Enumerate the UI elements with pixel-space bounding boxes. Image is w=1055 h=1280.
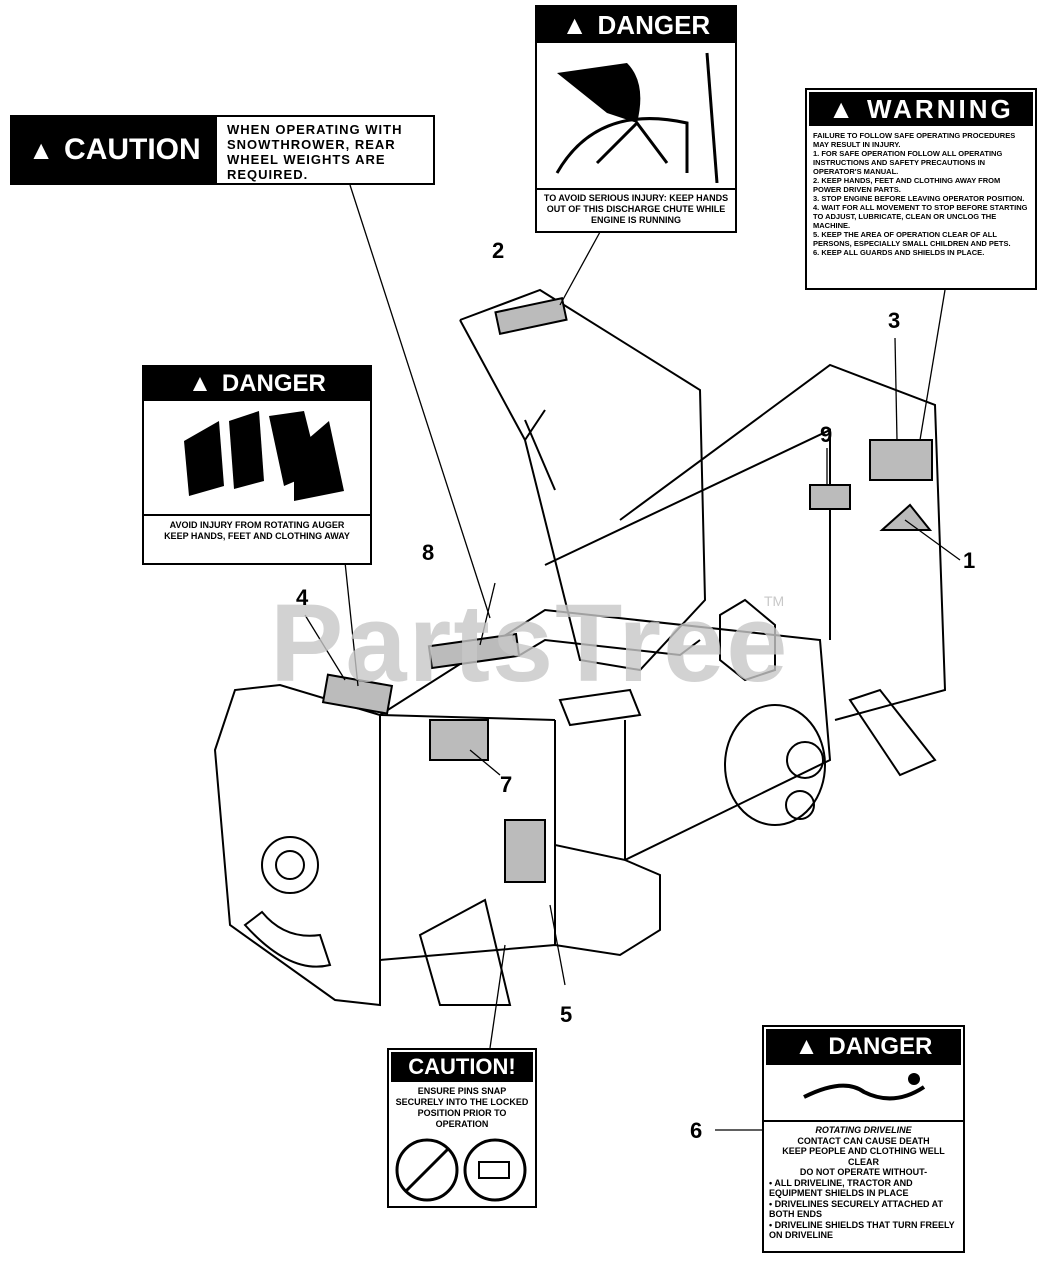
warning-triangle-icon: ▲ [188,370,212,397]
driveline-line1: CONTACT CAN CAUSE DEATH [797,1135,930,1146]
housing-back [619,363,947,721]
callout-3: 3 [888,308,901,333]
warning-decal: ▲ WARNING FAILURE TO FOLLOW SAFE OPERATI… [805,88,1037,290]
caution-pins-text: ENSURE PINS SNAP SECURELY INTO THE LOCKE… [395,1086,529,1129]
callout-7: 7 [500,772,513,797]
warning-intro: FAILURE TO FOLLOW SAFE OPERATING PROCEDU… [813,131,1016,149]
danger-auger-header: DANGER [221,370,326,397]
warning-item: 5. KEEP THE AREA OF OPERATION CLEAR OF A… [813,230,1011,248]
danger-auger-decal: ▲ DANGER AVOID INJURY FROM ROTATING AUGE… [142,365,372,565]
danger-auger-line2: KEEP HANDS, FEET AND CLOTHING AWAY [164,531,350,541]
caution-pins-decal: CAUTION! ENSURE PINS SNAP SECURELY INTO … [387,1048,537,1208]
warning-item: 4. WAIT FOR ALL MOVEMENT TO STOP BEFORE … [813,203,1028,230]
warning-triangle-icon: ▲ [28,134,55,165]
callout-6: 6 [690,1118,703,1143]
danger-chute-decal: ▲ DANGER TO AVOID SERIOUS INJURY: KEEP H… [535,5,737,233]
warning-header: WARNING [867,93,1014,124]
end-plate [213,683,381,1007]
warning-item: 2. KEEP HANDS, FEET AND CLOTHING AWAY FR… [813,176,1001,194]
callout-1: 1 [963,548,976,573]
danger-auger-line1: AVOID INJURY FROM ROTATING AUGER [169,520,345,530]
rotating-driveline-icon [803,1073,926,1101]
callout-5: 5 [560,1002,573,1027]
callout-9: 9 [820,422,833,447]
driveline-item: • ALL DRIVELINE, TRACTOR AND EQUIPMENT S… [769,1177,913,1199]
watermark-tm: TM [764,593,785,609]
pin-lock-icon [395,1138,527,1202]
caution-header: CAUTION [64,133,201,166]
driveline-title: ROTATING DRIVELINE [815,1125,912,1135]
warning-item: 6. KEEP ALL GUARDS AND SHIELDS IN PLACE. [813,248,985,257]
callout-2: 2 [492,238,505,263]
hand-in-chute-icon [555,52,719,184]
warning-item: 3. STOP ENGINE BEFORE LEAVING OPERATOR P… [813,194,1025,203]
danger-driveline-decal: ▲ DANGER ROTATING DRIVELINE CONTACT CAN … [762,1025,965,1253]
driveline-item: • DRIVELINE SHIELDS THAT TURN FREELY ON … [769,1219,955,1241]
danger-chute-text: TO AVOID SERIOUS INJURY: KEEP HANDS OUT … [537,188,735,229]
caution-wheel-text: WHEN OPERATING WITH SNOWTHROWER, REAR WH… [227,122,403,182]
driveline-item: • DRIVELINES SECURELY ATTACHED AT BOTH E… [769,1198,944,1220]
warning-triangle-icon: ▲ [561,9,588,40]
driveline-line2: KEEP PEOPLE AND CLOTHING WELL CLEAR [782,1146,945,1167]
gearbox [724,704,826,826]
warning-item: 1. FOR SAFE OPERATION FOLLOW ALL OPERATI… [813,149,1003,176]
warning-triangle-icon: ▲ [794,1033,819,1060]
caution-pins-header: CAUTION! [391,1052,533,1082]
warning-triangle-icon: ▲ [828,93,858,124]
discharge-chute [459,288,707,672]
rotating-auger-icon [184,411,344,501]
callout-4: 4 [296,585,309,610]
watermark: PartsTree [270,582,790,705]
danger-driveline-header: DANGER [828,1033,933,1060]
danger-chute-header: DANGER [597,9,711,40]
callout-8: 8 [422,540,435,565]
driveline-line3: DO NOT OPERATE WITHOUT- [799,1167,928,1177]
caution-wheel-weights-decal: ▲ CAUTION WHEN OPERATING WITH SNOWTHROWE… [10,115,435,185]
